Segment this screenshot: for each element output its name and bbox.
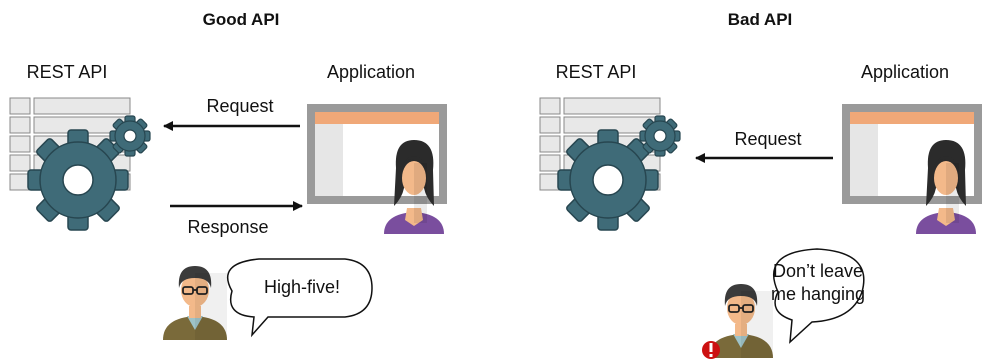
good-speech-text: High-five! bbox=[264, 277, 340, 297]
good-panel-title: Good API bbox=[203, 10, 280, 29]
bad-speech-line2: me hanging bbox=[771, 284, 865, 304]
good-api-panel: Good API REST API Application Request Re… bbox=[9, 10, 447, 341]
bad-panel-title: Bad API bbox=[728, 10, 793, 29]
bad-alert-icon bbox=[702, 341, 720, 359]
bad-speech-line1: Don’t leave bbox=[773, 261, 863, 281]
good-speech-bubble: High-five! bbox=[227, 258, 373, 338]
bad-rest-api-label: REST API bbox=[556, 62, 637, 82]
good-developer-icon bbox=[162, 265, 228, 341]
bad-speech-bubble: Don’t leave me hanging bbox=[771, 248, 865, 344]
good-rest-api-label: REST API bbox=[27, 62, 108, 82]
bad-api-panel: Bad API REST API Application Request Don… bbox=[539, 10, 982, 359]
good-response-label: Response bbox=[187, 217, 268, 237]
good-rest-api-icon bbox=[9, 97, 151, 231]
bad-request-label: Request bbox=[734, 129, 801, 149]
bad-rest-api-icon bbox=[539, 97, 681, 231]
good-request-label: Request bbox=[206, 96, 273, 116]
good-application-label: Application bbox=[327, 62, 415, 82]
bad-application-label: Application bbox=[861, 62, 949, 82]
